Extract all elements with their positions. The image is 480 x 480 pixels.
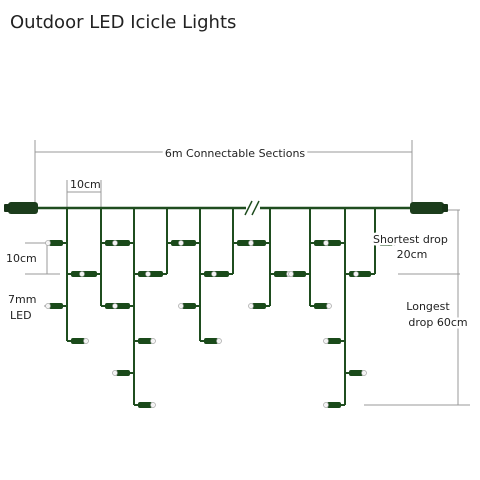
led-size-label-line2: LED bbox=[10, 309, 32, 322]
double-slash-break-icon bbox=[244, 200, 260, 216]
led-bulb-icon bbox=[138, 402, 152, 408]
longest-drop-label-line2: drop 60cm bbox=[408, 316, 467, 329]
sections-label: 6m Connectable Sections bbox=[165, 147, 306, 160]
led-tip bbox=[178, 303, 184, 309]
led-bulb-icon bbox=[379, 240, 393, 246]
led-tip bbox=[45, 240, 51, 246]
led-tip bbox=[79, 271, 85, 277]
led-bulb-icon bbox=[327, 338, 341, 344]
led-tip bbox=[361, 370, 367, 376]
led-tip bbox=[211, 271, 217, 277]
led-tip bbox=[45, 303, 51, 309]
led-tip bbox=[112, 370, 118, 376]
led-bulb-icon bbox=[182, 240, 196, 246]
left-plug-connector-icon bbox=[4, 202, 38, 214]
longest-drop-label-line1: Longest bbox=[406, 300, 450, 313]
led-tip bbox=[145, 271, 151, 277]
led-bulb-icon bbox=[327, 240, 341, 246]
led-bulb-icon bbox=[357, 271, 371, 277]
led-bulb-icon bbox=[314, 303, 328, 309]
led-tip bbox=[150, 402, 156, 408]
led-bulb-icon bbox=[274, 271, 288, 277]
icicle-strands bbox=[45, 208, 397, 408]
led-bulb-icon bbox=[327, 402, 341, 408]
led-bulb-icon bbox=[182, 303, 196, 309]
led-bulb-icon bbox=[252, 303, 266, 309]
led-tip bbox=[391, 240, 397, 246]
led-tip bbox=[248, 303, 254, 309]
led-bulb-icon bbox=[116, 303, 130, 309]
led-size-label-line1: 7mm bbox=[8, 293, 36, 306]
led-bulb-icon bbox=[83, 271, 97, 277]
led-tip bbox=[150, 338, 156, 344]
led-tip bbox=[353, 271, 359, 277]
led-tip bbox=[178, 240, 184, 246]
led-bulb-icon bbox=[204, 338, 218, 344]
led-bulb-icon bbox=[49, 303, 63, 309]
led-bulb-icon bbox=[292, 271, 306, 277]
led-tip bbox=[112, 303, 118, 309]
shortest-drop-label-line1: Shortest drop bbox=[373, 233, 448, 246]
right-plug-connector-icon bbox=[410, 202, 448, 214]
led-bulb-icon bbox=[116, 240, 130, 246]
led-tip bbox=[323, 240, 329, 246]
led-tip bbox=[323, 338, 329, 344]
led-tip bbox=[112, 240, 118, 246]
led-bulb-icon bbox=[71, 338, 85, 344]
led-bulb-icon bbox=[49, 240, 63, 246]
led-bulb-icon bbox=[252, 240, 266, 246]
led-tip bbox=[248, 240, 254, 246]
led-bulb-icon bbox=[215, 271, 229, 277]
led-bulb-icon bbox=[116, 370, 130, 376]
led-bulb-icon bbox=[138, 338, 152, 344]
led-bulb-icon bbox=[237, 240, 251, 246]
led-bulb-icon bbox=[349, 370, 363, 376]
led-tip bbox=[83, 338, 89, 344]
spacing-height-label: 10cm bbox=[6, 252, 37, 265]
led-tip bbox=[216, 338, 222, 344]
led-tip bbox=[323, 402, 329, 408]
diagram-title: Outdoor LED Icicle Lights bbox=[10, 12, 237, 33]
led-tip bbox=[326, 303, 332, 309]
led-tip bbox=[288, 271, 294, 277]
shortest-drop-label-line2: 20cm bbox=[397, 248, 428, 261]
led-bulb-icon bbox=[149, 271, 163, 277]
spacing-width-label: 10cm bbox=[70, 178, 101, 191]
